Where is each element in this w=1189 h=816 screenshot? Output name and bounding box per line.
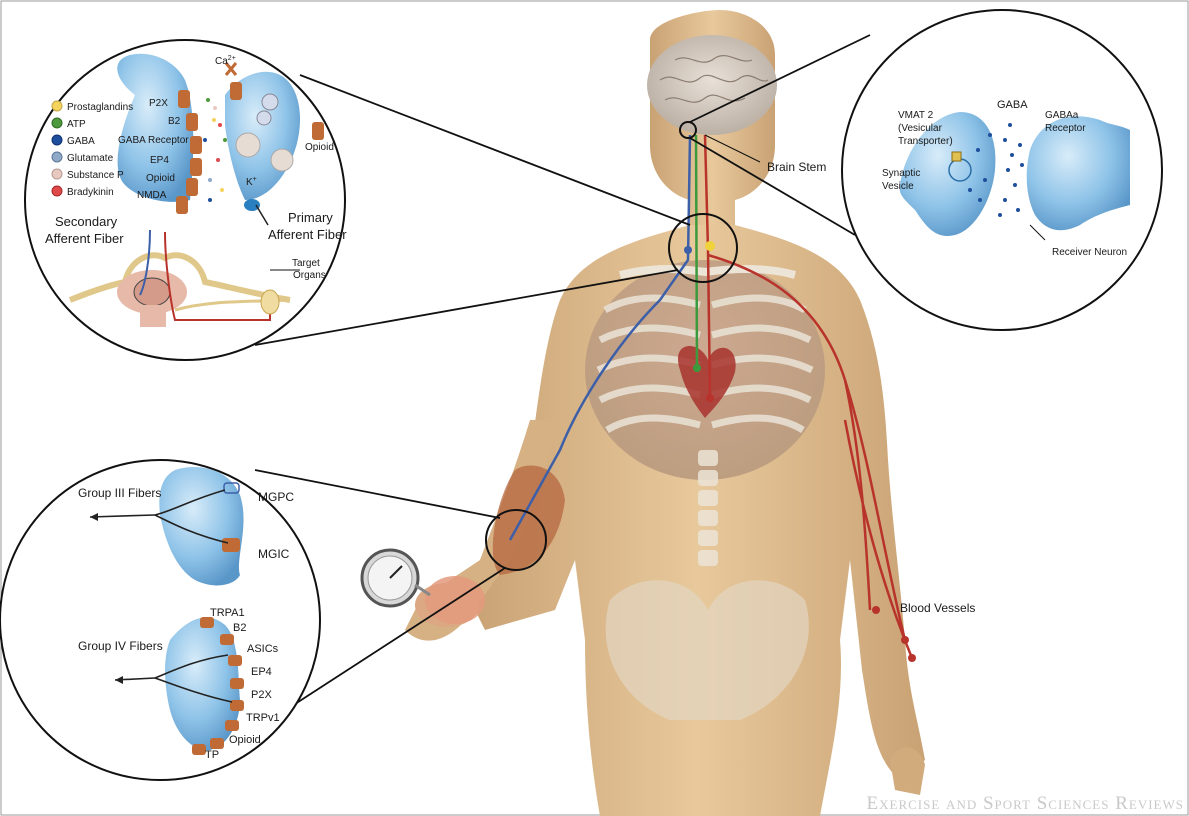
legend-bradykinin: Bradykinin (67, 187, 114, 198)
receptor-ep4: EP4 (150, 155, 169, 166)
legend-gaba: GABA (67, 136, 95, 147)
target-organs-label-1: Target (292, 258, 320, 269)
mgic-label: MGIC (258, 547, 290, 561)
group-iii-fibers-label: Group III Fibers (78, 486, 161, 500)
gabaa-label-1: GABAa (1045, 110, 1079, 121)
receptor-p2x-g4: P2X (251, 689, 272, 701)
group-iv-fibers-label: Group IV Fibers (78, 639, 163, 653)
synaptic-vesicle-label-1: Synaptic (882, 168, 920, 179)
synaptic-vesicle-label-2: Vesicle (882, 181, 914, 192)
blood-vessels-label: Blood Vessels (900, 601, 975, 615)
receiver-neuron-label: Receiver Neuron (1052, 247, 1127, 258)
legend-prostaglandins: Prostaglandins (67, 102, 133, 113)
receptor-ep4-g4: EP4 (251, 666, 272, 678)
gaba-label: GABA (997, 99, 1028, 111)
gabaa-label-2: Receptor (1045, 123, 1086, 134)
vmat2-label-2: (Vesicular (898, 123, 943, 134)
legend-glutamate: Glutamate (67, 153, 114, 164)
receptor-nmda: NMDA (137, 190, 167, 201)
receptor-gaba: GABA Receptor (118, 135, 189, 146)
top-right-inset: VMAT 2 (Vesicular Transporter) GABA GABA… (842, 10, 1162, 330)
receptor-b2-g4: B2 (233, 622, 246, 634)
legend-substance-p: Substance P (67, 170, 124, 181)
secondary-fiber-label-1: Secondary (55, 214, 118, 229)
receptor-asics: ASICs (247, 643, 279, 655)
receptor-opioid-g4: Opioid (229, 734, 261, 746)
legend-atp: ATP (67, 119, 86, 130)
secondary-fiber-label-2: Afferent Fiber (45, 231, 124, 246)
receptor-opioid: Opioid (146, 173, 175, 184)
journal-watermark: Exercise and Sport Sciences Reviews (867, 793, 1184, 814)
receptor-tp: TP (205, 749, 219, 761)
bottom-left-inset: Group III Fibers MGPC MGIC Group IV Fibe… (0, 460, 320, 780)
top-left-inset: Prostaglandins ATP GABA Glutamate Substa… (25, 40, 347, 360)
vmat2-label-1: VMAT 2 (898, 110, 934, 121)
receptor-b2: B2 (168, 116, 181, 127)
brain-stem-label: Brain Stem (767, 160, 826, 174)
primary-fiber-label-2: Afferent Fiber (268, 227, 347, 242)
receptor-trpv1: TRPv1 (246, 712, 280, 724)
receptor-opioid-right: Opioid (305, 142, 334, 153)
primary-fiber-label-1: Primary (288, 210, 333, 225)
vmat2-label-3: Transporter) (898, 136, 953, 147)
receptor-trpa1: TRPA1 (210, 607, 245, 619)
target-organs-label-2: Organs (293, 270, 326, 281)
receptor-p2x: P2X (149, 98, 168, 109)
mgpc-label: MGPC (258, 490, 294, 504)
